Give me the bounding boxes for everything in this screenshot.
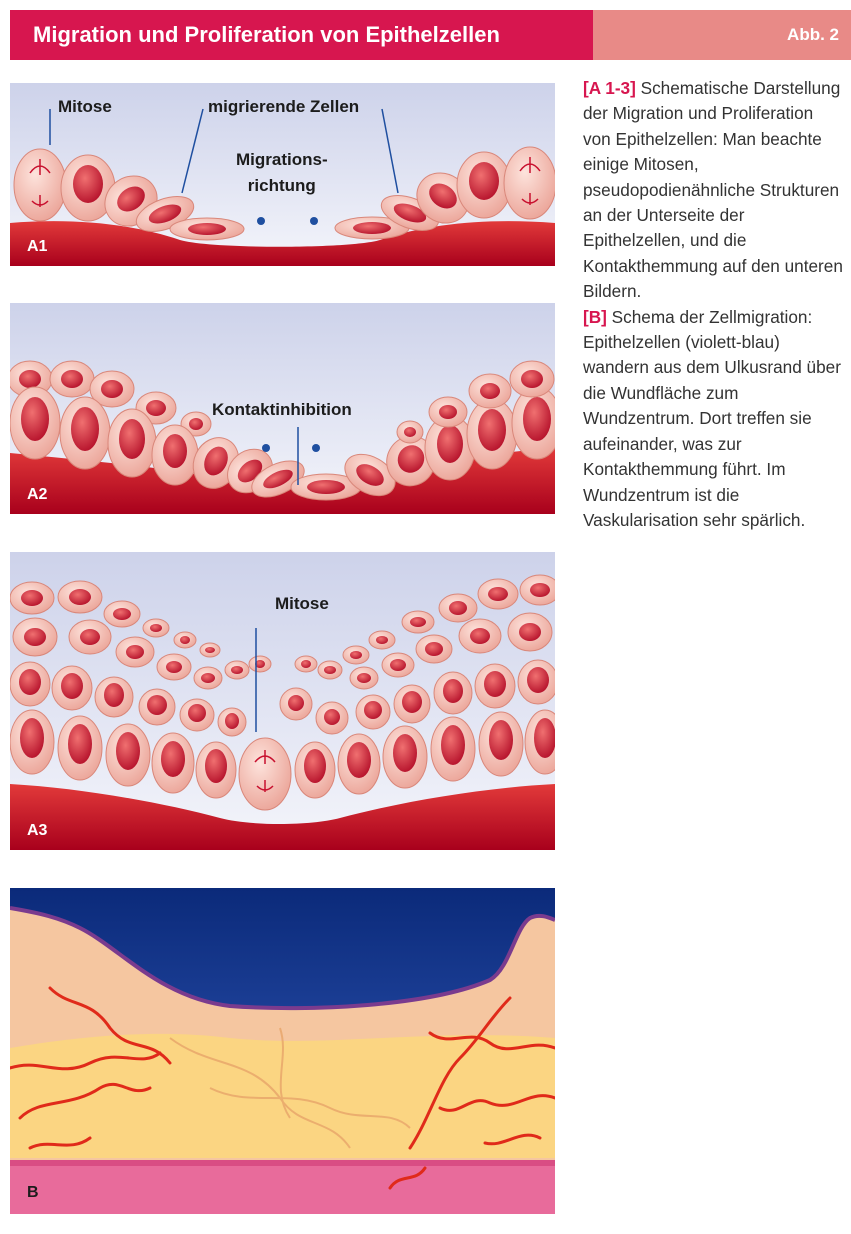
figure-number: Abb. 2 <box>787 10 839 60</box>
caption-b-text: Schema der Zellmigration: Epithelzellen … <box>583 307 841 530</box>
caption-a-tag: [A 1-3] <box>583 78 636 98</box>
label-contact-inhibition: Kontaktinhibition <box>212 400 352 420</box>
panel-b-histology-image <box>10 888 555 1214</box>
panel-label-b: B <box>27 1184 39 1202</box>
header-title-bar: Migration und Proliferation von Epithelz… <box>10 10 593 60</box>
panel-b: B <box>10 888 555 1214</box>
panel-label-a2: A2 <box>27 486 47 504</box>
caption-b-tag: [B] <box>583 307 607 327</box>
label-mitose-a1: Mitose <box>58 97 112 117</box>
caption-b: [B] Schema der Zellmigration: Epithelzel… <box>583 305 845 534</box>
caption-a: [A 1-3] Schematische Darstellung der Mig… <box>583 76 845 305</box>
panel-label-a3: A3 <box>27 822 47 840</box>
header-figure-bar: Abb. 2 <box>593 10 851 60</box>
figure-title: Migration und Proliferation von Epithelz… <box>33 10 500 60</box>
figure-header: Migration und Proliferation von Epithelz… <box>10 10 851 60</box>
caption-a-text: Schematische Darstellung der Migration u… <box>583 78 843 301</box>
label-migration-direction: Migrations- richtung <box>236 147 328 199</box>
figure-caption: [A 1-3] Schematische Darstellung der Mig… <box>583 76 845 533</box>
panel-a3: Mitose A3 <box>10 552 555 850</box>
panel-a2: Kontaktinhibition A2 <box>10 303 555 514</box>
label-mitose-a3: Mitose <box>275 594 329 614</box>
panel-a1: Mitose migrierende Zellen Migrations- ri… <box>10 83 555 266</box>
panel-label-a1: A1 <box>27 238 47 256</box>
label-migrating-cells: migrierende Zellen <box>208 97 359 117</box>
